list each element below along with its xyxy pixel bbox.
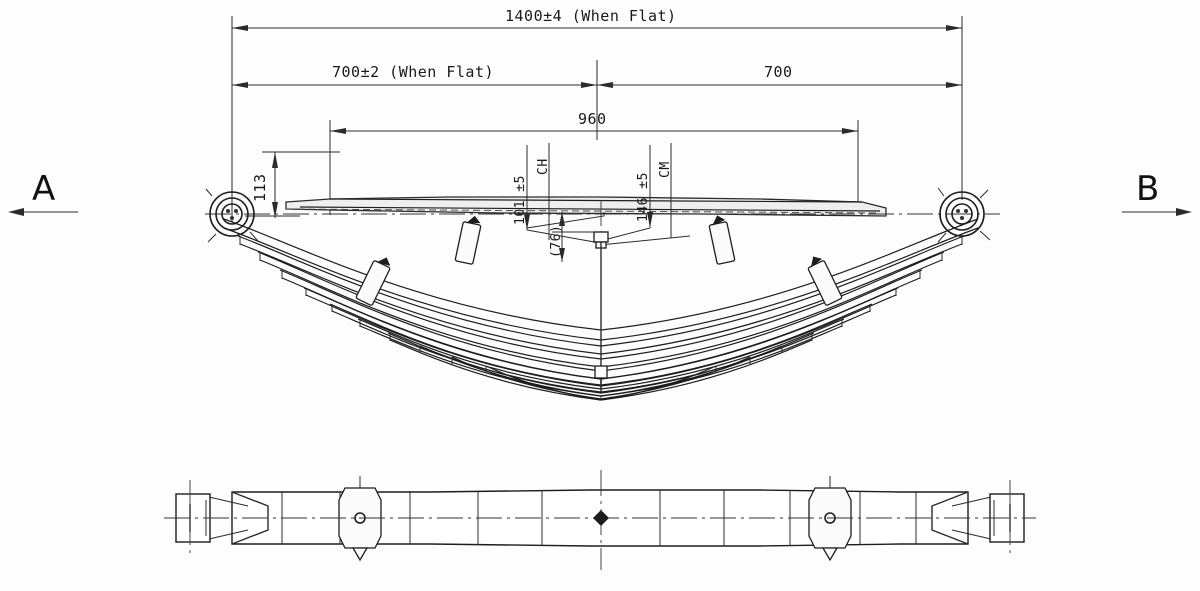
eye-right-dot-a [956, 209, 960, 213]
leaf-9-top [419, 345, 783, 397]
dim-label-76: (76) [549, 225, 564, 258]
dim-arrow-1400-left [232, 25, 248, 31]
leader-cm-slope [603, 227, 651, 241]
eye-right-tick-4 [979, 230, 991, 241]
dimension-ref-76: (76) [549, 212, 600, 262]
center-bolt-nut [594, 365, 608, 379]
dim-arrow-76-bottom [559, 248, 565, 262]
clip-head-4 [810, 256, 823, 268]
dim-arrow-113-bottom [272, 202, 278, 218]
plan-center-bolt [593, 510, 609, 526]
dim-arrow-960-left [330, 128, 346, 134]
eye-left-mid [215, 197, 249, 231]
eye-right-tick-3 [937, 232, 947, 243]
eye-right-dot-c [960, 216, 964, 220]
plan-clip-right-tail [821, 547, 839, 562]
dim-label-1400: 1400±4 (When Flat) [505, 7, 677, 25]
eye-left-bore [221, 203, 243, 225]
eye-right-tick-2 [979, 189, 989, 199]
flat-spring-botline [299, 206, 881, 212]
dimension-eye-offset-113: 113 [245, 151, 340, 218]
flat-spring-body [285, 196, 887, 217]
dim-arrow-700r-right [946, 82, 962, 88]
dimension-right-half: 700 [597, 63, 962, 88]
section-arrow-b-head [1176, 208, 1192, 216]
dim-arrow-700r-left [597, 82, 613, 88]
eye-left-dot-a [226, 209, 230, 213]
dimension-span-960: 960 [330, 110, 858, 134]
eye-right-tick-1 [937, 187, 945, 197]
eye-right-mid [945, 197, 979, 231]
dimension-left-half: 700±2 (When Flat) [232, 63, 597, 88]
leaf-11-top [485, 365, 717, 401]
cm-symbol-label: CM [658, 161, 673, 178]
flat-spring-topline [329, 198, 863, 203]
dimension-camber-ch: 101 ±5 CH [513, 143, 551, 240]
dim-arrow-700l-left [232, 82, 248, 88]
ch-symbol-label: CH [536, 158, 551, 175]
eye-left-dot-b [234, 209, 238, 213]
clip-body-2 [355, 260, 391, 306]
clip-head-1 [466, 215, 481, 224]
dim-arrow-960-right [842, 128, 858, 134]
spring-eye-right [937, 187, 991, 243]
rebound-clip-outer-left [355, 257, 391, 306]
center-bolt-main-view [593, 231, 609, 392]
plan-taper-right [931, 491, 969, 545]
hidden-flat-ref [285, 208, 881, 214]
eye-right-bore [951, 203, 973, 225]
clip-head-2 [376, 257, 391, 266]
section-mark-a: A [8, 169, 78, 216]
dim-arrow-113-top [272, 152, 278, 168]
eye-left-tick-2 [207, 233, 217, 243]
dim-arrow-700l-right [581, 82, 597, 88]
dimension-overall-length: 1400±4 (When Flat) [232, 7, 962, 31]
section-mark-b: B [1122, 169, 1192, 216]
dim-label-146: 146 ±5 [636, 172, 651, 222]
section-mark-b-label: B [1136, 169, 1159, 209]
dimension-camber-cm: 146 ±5 CM [636, 143, 673, 238]
clip-body-4 [807, 260, 843, 306]
dim-label-960: 960 [578, 110, 607, 128]
center-bolt-head [593, 231, 609, 243]
rebound-clip-inner-left [454, 215, 482, 265]
dim-arrow-101 [524, 214, 530, 230]
section-mark-a-label: A [32, 169, 55, 209]
clip-head-3 [712, 215, 726, 226]
eye-left-outer [209, 191, 255, 237]
dim-label-101: 101 ±5 [513, 175, 528, 225]
spring-eye-left [205, 188, 259, 243]
dim-label-113: 113 [251, 173, 269, 202]
eye-left-dot-c [230, 216, 234, 220]
plan-view [164, 470, 1036, 570]
leaf-step-ends [239, 236, 963, 373]
clip-body-3 [708, 221, 736, 265]
dim-label-700-left: 700±2 (When Flat) [332, 63, 494, 81]
dim-label-700-right: 700 [764, 63, 793, 81]
section-arrow-a-head [8, 208, 24, 216]
leaf-10-top [451, 356, 751, 400]
dim-arrow-146 [647, 212, 653, 228]
rebound-clip-outer-right [807, 256, 843, 306]
eye-left-tick-3 [249, 231, 259, 242]
eye-right-dot-b [964, 209, 968, 213]
leader-76-slope [526, 229, 601, 244]
leader-cm-slope2 [599, 235, 691, 246]
dim-arrow-1400-right [946, 25, 962, 31]
eye-right-outer [939, 191, 985, 237]
clip-body-1 [454, 221, 482, 265]
camber-leaders [526, 212, 691, 246]
extension-lines [231, 16, 963, 222]
plan-clip-left-tail [351, 547, 369, 562]
leader-ch-slope [526, 212, 605, 229]
eye-centerline [205, 208, 1000, 215]
eye-left-tick-1 [205, 188, 213, 197]
rebound-clip-inner-right [708, 215, 736, 265]
